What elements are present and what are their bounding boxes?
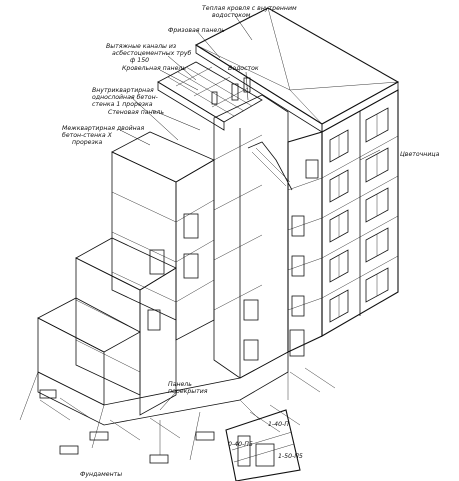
label-inner-wall-3: стенка 1 прорезка [92, 101, 153, 108]
label-frieze-panel: Фризовая панель [168, 27, 225, 34]
label-slab-panel-2: перекрытия [168, 388, 208, 395]
label-interapt-wall-3: прорезка [72, 139, 103, 146]
label-facade: Цветочница [400, 151, 440, 158]
label-roof-warm: Теплая кровля с внутренним [202, 5, 297, 12]
central-stair-core [213, 94, 305, 379]
left-wing-floors [111, 131, 215, 341]
label-vent-channels-3: ф 150 [130, 57, 149, 64]
label-roof-warm-2: водостоком [212, 12, 251, 19]
right-facade [287, 89, 399, 353]
label-ceiling-panel: Стеновая панель [108, 109, 164, 116]
label-water-drain: Водосток [228, 65, 259, 72]
label-foundation: Фундаменты [80, 471, 122, 478]
roof-panels-vent-channels [157, 61, 263, 131]
label-detail-3: 1-50-П5 [278, 453, 303, 460]
label-inner-wall: Внутриквартирная [92, 87, 154, 94]
foundations [19, 351, 289, 464]
label-detail-1: 1-40-П [268, 421, 289, 428]
label-detail-2: 0-40-П5 [228, 441, 253, 448]
label-vent-channels-2: асбестоцементных труб [112, 49, 192, 57]
right-facade-windows [291, 107, 389, 323]
label-roof-panel: Кровельная панель [122, 65, 186, 72]
ground-hatch [39, 367, 336, 441]
label-interapt-wall: Межквартирная двойная [62, 125, 144, 132]
label-inner-wall-2: однослойная бетон- [92, 93, 158, 101]
roof [194, 7, 400, 133]
label-interapt-wall-2: бетон-стенка X [62, 131, 113, 139]
annotation-labels: Теплая кровля с внутренним водостоком Фр… [62, 5, 440, 478]
label-vent-channels: Вытяжные каналы из [106, 43, 177, 50]
leader-lines [119, 13, 381, 411]
detail-inset [225, 409, 301, 481]
label-slab-panel: Панель [168, 381, 192, 388]
lower-left-block [37, 237, 177, 416]
